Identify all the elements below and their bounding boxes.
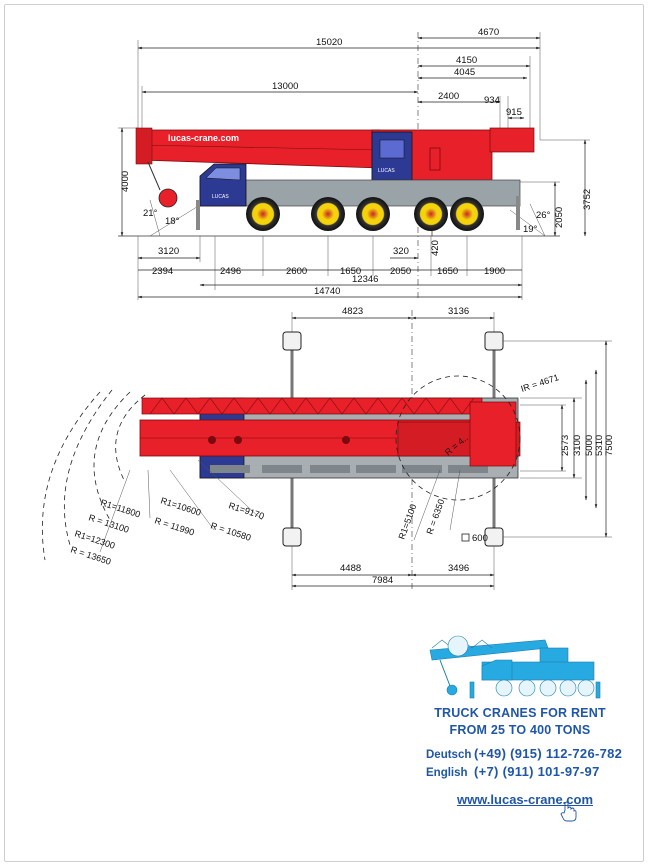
dim-915: 915	[506, 107, 522, 118]
dim-7984: 7984	[372, 575, 393, 586]
slew-radius-circle	[395, 375, 521, 501]
swing-arcs	[42, 389, 146, 561]
dim-2050: 2050	[554, 207, 565, 228]
pad-size-600: 600	[472, 533, 488, 544]
dim-2394: 2394	[152, 266, 173, 277]
dim-934: 934	[484, 95, 500, 106]
dim-5000: 5000	[584, 435, 595, 456]
radius-leaders	[99, 459, 461, 553]
contact-phone[interactable]: (+49) (915) 112-726-782	[474, 746, 623, 761]
angle-18: 18°	[165, 216, 180, 227]
dim-320: 320	[393, 246, 409, 257]
dim-2496: 2496	[220, 266, 241, 277]
wheel-5	[450, 197, 484, 231]
contact-lang: English	[426, 767, 468, 779]
contact-phone[interactable]: (+7) (911) 101-97-97	[474, 764, 600, 779]
dim-3100: 3100	[572, 435, 583, 456]
wheel-1	[246, 197, 280, 231]
dim-2600: 2600	[286, 266, 307, 277]
angle-19: 19°	[523, 224, 538, 235]
dim-4823: 4823	[342, 306, 363, 317]
dim-4670: 4670	[478, 27, 499, 38]
top-view: 4823 3136	[42, 306, 615, 590]
dim-3120: 3120	[158, 246, 179, 257]
dim-7500: 7500	[604, 435, 615, 456]
dim-13000: 13000	[272, 81, 298, 92]
dim-1650-b: 1650	[437, 266, 458, 277]
contact-row-deutsch: Deutsch (+49) (915) 112-726-782	[426, 746, 636, 764]
promo-line-1: TRUCK CRANES FOR RENT	[434, 706, 606, 720]
promo-line-2: FROM 25 TO 400 TONS	[449, 723, 591, 737]
angle-26: 26°	[536, 210, 551, 221]
front-cab-text: LUCAS	[212, 194, 229, 200]
top-right-dimensions: 2573 3100 5000 5310 7500	[503, 340, 615, 538]
label-ir-4671: IR = 4671	[520, 372, 560, 394]
dim-2573: 2573	[560, 435, 571, 456]
side-view: 15020 4670 4150 4045 13000 2400 934 915 …	[118, 27, 593, 300]
dim-420: 420	[430, 240, 441, 256]
pad-size-icon	[461, 533, 470, 542]
side-top-dimensions: 15020 4670 4150 4045 13000 2400 934 915	[137, 27, 541, 140]
dim-14740: 14740	[314, 286, 340, 297]
label-r1-9170: R1=9170	[227, 500, 265, 521]
hand-pointer-icon	[560, 801, 577, 822]
dim-5310: 5310	[594, 435, 605, 456]
dim-4488: 4488	[340, 563, 361, 574]
wheel-4	[414, 197, 448, 231]
label-r-11990: R = 11990	[153, 515, 195, 537]
dim-4000: 4000	[120, 171, 131, 192]
promo-block: TRUCK CRANES FOR RENT FROM 25 TO 400 TON…	[405, 705, 635, 739]
wheel-2	[311, 197, 345, 231]
crane-side-body: lucas-crane.com LUCAS LUCAS	[135, 127, 535, 231]
label-r-13100: R = 13100	[87, 512, 130, 534]
contact-list: Deutsch (+49) (915) 112-726-782 English …	[426, 746, 636, 782]
dim-1650-a: 1650	[340, 266, 361, 277]
label-r1-5100: R1=5100	[396, 503, 418, 541]
dim-3136: 3136	[448, 306, 469, 317]
dim-2400: 2400	[438, 91, 459, 102]
contact-row-english: English (+7) (911) 101-97-97	[426, 764, 636, 782]
page-frame	[4, 4, 644, 862]
label-r1-10600: R1=10600	[159, 495, 202, 517]
website-link[interactable]: www.lucas-crane.com	[456, 792, 594, 807]
dim-4150: 4150	[456, 55, 477, 66]
dim-1900: 1900	[484, 266, 505, 277]
upper-cab-text: LUCAS	[378, 168, 395, 174]
dim-2050: 2050	[390, 266, 411, 277]
dim-3496: 3496	[448, 563, 469, 574]
dim-15020: 15020	[316, 37, 342, 48]
boom-logo-text: lucas-crane.com	[168, 133, 239, 143]
label-r1-11800: R1=11800	[99, 497, 141, 519]
contact-lang: Deutsch	[426, 749, 472, 761]
promo-crane-icon	[429, 635, 601, 699]
side-bottom-dimensions: 3120 320 2394 2496 2600 1650 2050 1650 1…	[137, 236, 523, 300]
wheel-3	[356, 197, 390, 231]
label-r-10580: R = 10580	[209, 520, 252, 542]
angle-21: 21°	[143, 208, 158, 219]
dim-12346: 12346	[352, 274, 378, 285]
dim-4045: 4045	[454, 67, 475, 78]
dim-3752: 3752	[582, 189, 593, 210]
